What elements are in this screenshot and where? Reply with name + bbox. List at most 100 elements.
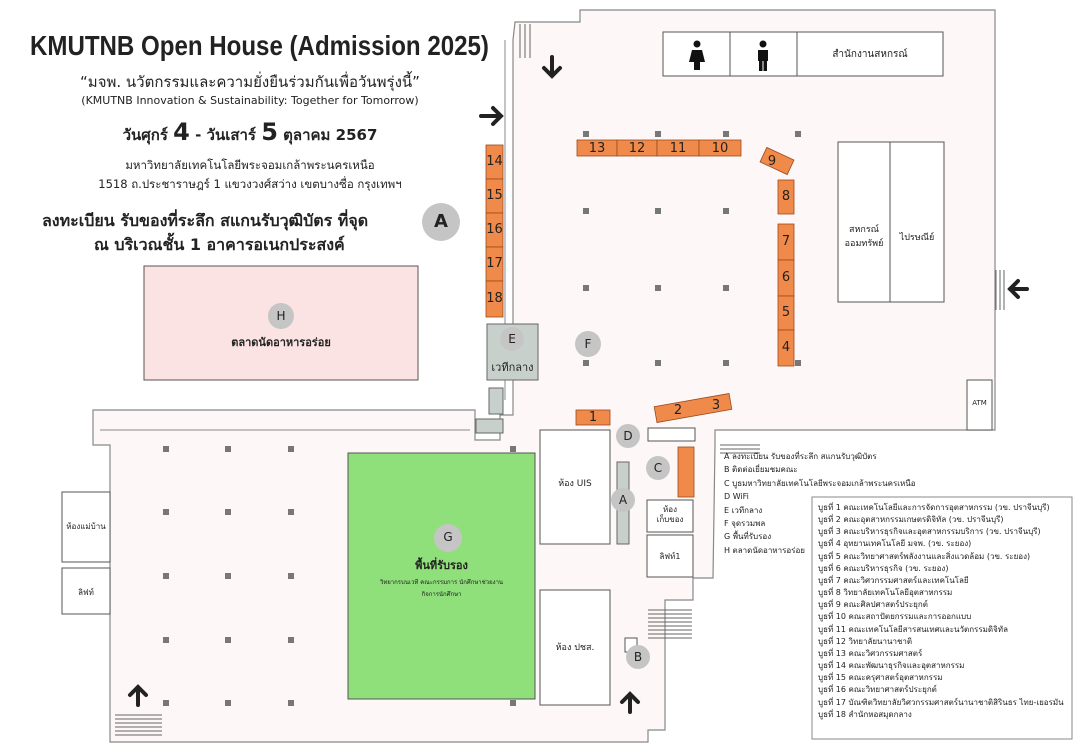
date-prefix: วันศุกร์ xyxy=(122,126,168,144)
legend-booth: บูธที่ 13 คณะวิศวกรรมศาสตร์ xyxy=(818,648,923,658)
booth-9-label: 9 xyxy=(767,154,777,169)
date-day1: 4 xyxy=(173,118,190,146)
legend-point: F จุดรวมพล xyxy=(724,519,766,529)
page-title: KMUTNB Open House (Admission 2025) xyxy=(30,30,489,61)
marker-g xyxy=(434,524,462,552)
booth-18-label: 18 xyxy=(486,291,503,306)
legend-booth: บูธที่ 1 คณะเทคโนโลยีและการจัดการอุตสาหก… xyxy=(818,503,1050,512)
marker-b-label: B xyxy=(633,650,643,664)
reception-label: พื้นที่รับรอง xyxy=(415,559,468,572)
booth-8-label: 8 xyxy=(781,189,791,204)
booth-4 xyxy=(777,329,795,367)
marker-c xyxy=(646,456,670,480)
pr-room-label: ห้อง ปชส. xyxy=(555,643,595,653)
legend-booth: บูธที่ 7 คณะวิศวกรรมศาสตร์และเทคโนโลยี xyxy=(818,575,969,585)
marker-f xyxy=(575,331,601,357)
female-toilet-icon xyxy=(689,40,705,70)
marker-h xyxy=(268,303,294,329)
legend-booth: บูธที่ 18 สำนักหอสมุดกลาง xyxy=(818,709,912,719)
building-outline xyxy=(92,9,996,743)
male-toilet-icon xyxy=(758,40,768,71)
marker-h-label: H xyxy=(276,309,286,323)
lift1-room xyxy=(646,534,694,578)
central-stage-label: เวทีกลาง xyxy=(491,361,534,374)
pr-room xyxy=(539,589,611,706)
booth-2-3 xyxy=(653,393,733,423)
reception-area xyxy=(347,452,536,700)
university-name: มหาวิทยาลัยเทคโนโลยีพระจอมเกล้าพระนครเหน… xyxy=(125,158,375,172)
legend-booth: บูธที่ 10 คณะสถาปัตยกรรมและการออกแบบ xyxy=(818,612,972,622)
legend-booth: บูธที่ 6 คณะบริหารธุรกิจ (วข. ระยอง) xyxy=(818,563,949,573)
reception-sub2: กิจการนักศึกษา xyxy=(421,591,462,598)
register-line2: ณ บริเวณชั้น 1 อาคารอเนกประสงค์ xyxy=(94,235,345,254)
arrow-icon xyxy=(128,55,1029,714)
atm-room xyxy=(966,379,993,431)
legend-point: B ติดต่อเยี่ยมชมคณะ xyxy=(724,465,798,475)
stage-step xyxy=(488,387,504,415)
uis-room-label: ห้อง UIS xyxy=(558,479,592,489)
food-market-label: ตลาดนัดอาหารอร่อย xyxy=(231,336,331,349)
booth-17-label: 17 xyxy=(486,256,503,271)
storage-room-label: ห้อง เก็บของ xyxy=(656,505,684,524)
legend-booth: บูธที่ 3 คณะบริหารธุรกิจและอุตสาหกรรมบริ… xyxy=(818,527,1041,537)
coop-store-room xyxy=(837,141,945,303)
lift1-label: ลิฟท์1 xyxy=(659,552,681,561)
marker-a-header xyxy=(422,203,460,241)
storage-room xyxy=(646,499,694,533)
booth-5-label: 5 xyxy=(781,305,791,320)
university-address: 1518 ถ.ประชาราษฎร์ 1 แขวงวงศ์สว่าง เขตบา… xyxy=(98,177,402,191)
booth-12-label: 12 xyxy=(628,141,646,156)
legend-booth: บูธที่ 15 คณะครุศาสตร์อุตสาหกรรม xyxy=(818,673,943,683)
stage-step xyxy=(475,418,504,434)
legend-point: E เวทีกลาง xyxy=(724,505,763,515)
booth-4-label: 4 xyxy=(781,340,791,355)
booth-14-label: 14 xyxy=(486,154,503,169)
restroom-block xyxy=(662,31,944,77)
post-office-label: ไปรษณีย์ xyxy=(899,233,935,243)
legend-booth: บูธที่ 4 อุทยานเทคโนโลยี มจพ. (วข. ระยอง… xyxy=(818,539,972,549)
booth-8 xyxy=(777,179,795,215)
legend-point: C บูธมหาวิทยาลัยเทคโนโลยีพระจอมเกล้าพระน… xyxy=(724,478,916,488)
booth-c xyxy=(677,446,695,498)
lift-room xyxy=(61,567,111,615)
booth-11-label: 11 xyxy=(669,141,687,156)
booth-legend-box xyxy=(811,496,1073,740)
maid-room xyxy=(61,491,111,563)
marker-a-label: A xyxy=(618,493,628,507)
legend-booth: บูธที่ 12 วิทยาลัยนานาชาติ xyxy=(818,636,913,646)
wifi-desk xyxy=(647,427,696,442)
register-marker: A xyxy=(434,211,448,232)
points-legend: A ลงทะเบียน รับของที่ระลึก สแกนรับวุฒิบั… xyxy=(724,450,916,557)
legend-booth: บูธที่ 14 คณะพัฒนาธุรกิจและอุตสาหกรรม xyxy=(818,661,965,671)
booth-9 xyxy=(759,146,795,176)
booth-16-label: 16 xyxy=(486,222,503,237)
booths xyxy=(485,139,795,498)
coop-store-label: สหกรณ์ ออมทรัพย์ xyxy=(844,225,884,249)
uis-room xyxy=(539,429,611,545)
marker-a xyxy=(611,488,635,512)
atm-label: ATM xyxy=(972,399,987,407)
marker-g-label: G xyxy=(443,530,453,544)
booth-1-label: 1 xyxy=(588,410,598,425)
legend-booth: บูธที่ 17 บัณฑิตวิทยาลัยวิศวกรรมศาสตร์นา… xyxy=(818,697,1064,707)
legend-booth: บูธที่ 11 คณะเทคโนโลยีสารสนเทศและนวัตกรร… xyxy=(818,624,1008,634)
legend-point: H ตลาดนัดอาหารอร่อย xyxy=(724,545,805,555)
date-mid: - วันเสาร์ xyxy=(195,126,256,144)
legend-point: D WiFi xyxy=(724,492,749,502)
coop-office-label: สำนักงานสหกรณ์ xyxy=(832,49,908,60)
legend-booth: บูธที่ 16 คณะวิทยาศาสตร์ประยุกต์ xyxy=(818,685,937,695)
stairs xyxy=(115,24,1005,736)
booth-10-label: 10 xyxy=(711,141,729,156)
booth-2-label: 2 xyxy=(673,403,683,418)
legend-point: A ลงทะเบียน รับของที่ระลึก สแกนรับวุฒิบั… xyxy=(724,452,877,461)
date-day2: 5 xyxy=(261,118,278,146)
legend-point: G พื้นที่รับรอง xyxy=(724,532,772,542)
marker-e xyxy=(500,327,524,351)
booth-6-label: 6 xyxy=(781,270,791,285)
marker-d-label: D xyxy=(623,429,633,443)
booth-3-label: 3 xyxy=(711,398,721,413)
maid-room-label: ห้องแม่บ้าน xyxy=(66,522,106,531)
booth-10 xyxy=(698,139,742,157)
marker-c-label: C xyxy=(653,461,663,475)
